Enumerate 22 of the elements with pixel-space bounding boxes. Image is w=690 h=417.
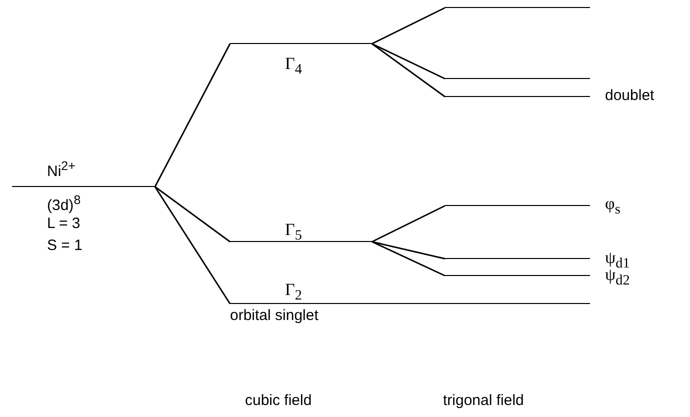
level-label: orbital singlet bbox=[230, 308, 318, 324]
connector-line bbox=[372, 241, 446, 276]
connector-line bbox=[154, 186, 231, 304]
level-label: S = 1 bbox=[47, 238, 82, 254]
connector-line bbox=[372, 7, 446, 44]
connector-line bbox=[372, 43, 446, 98]
level-label: (3d)$^{8}$ bbox=[47, 192, 81, 214]
connector-line bbox=[372, 241, 446, 260]
connector-line bbox=[154, 186, 230, 242]
axis-label: trigonal field bbox=[443, 392, 524, 409]
level-label: L = 3 bbox=[47, 216, 80, 232]
state-symbol: Γ$_{4}$ bbox=[285, 56, 302, 78]
state-symbol: Γ$_{2}$ bbox=[285, 282, 302, 304]
level-label: Ni$^{2+}$ bbox=[47, 158, 76, 180]
connector-line bbox=[372, 205, 446, 242]
state-symbol: Γ$_{5}$ bbox=[285, 222, 302, 244]
energy-level bbox=[230, 222, 372, 242]
connector-line bbox=[154, 43, 231, 188]
axis-label: cubic field bbox=[245, 392, 312, 409]
level-label: doublet bbox=[605, 88, 654, 104]
state-symbol: φ$_{s}$ bbox=[605, 196, 620, 218]
connector-line bbox=[372, 43, 446, 80]
